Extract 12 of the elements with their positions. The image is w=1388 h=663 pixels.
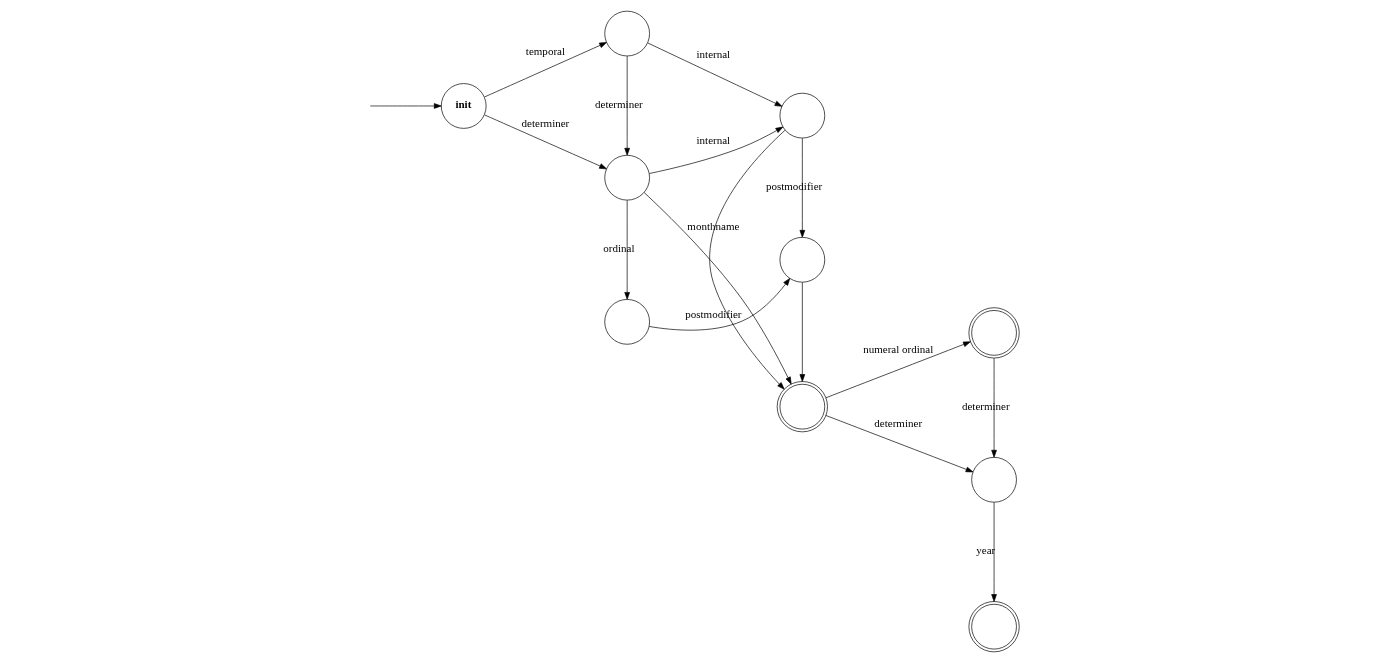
edge-label: temporal	[525, 44, 565, 57]
edge-label: monthname	[686, 219, 739, 232]
edge-label: determiner	[594, 98, 643, 111]
edge-label: year	[975, 544, 995, 557]
edge-label: determiner	[873, 416, 922, 429]
edge-label: ordinal	[602, 242, 634, 255]
edge-label: determiner	[961, 400, 1010, 413]
edge-label: internal	[696, 48, 730, 61]
edge-label: determiner	[521, 117, 569, 130]
edge-label: postmodifier	[684, 307, 742, 320]
edge-label: numeral ordinal	[862, 342, 933, 355]
edge-label: internal	[696, 133, 730, 146]
